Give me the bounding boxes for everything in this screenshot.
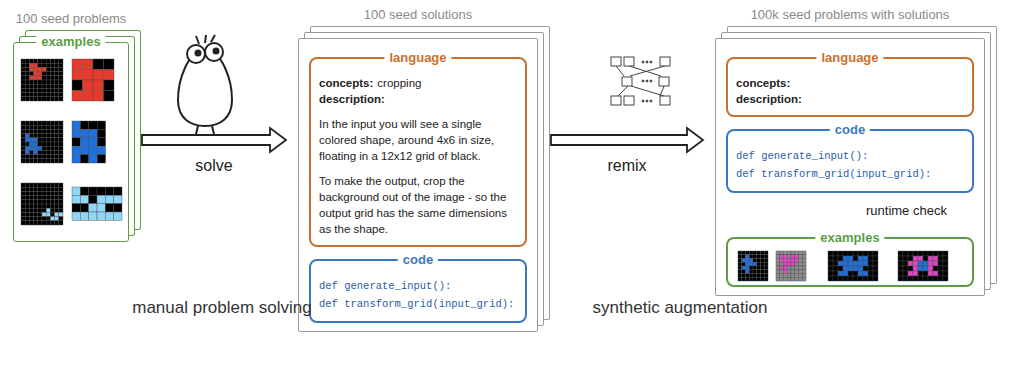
arrow-label: remix: [607, 157, 646, 175]
code-line: def generate_input():: [736, 147, 964, 165]
arrow-label: runtime check: [866, 203, 947, 218]
description-text: To make the output, crop the background …: [319, 173, 517, 237]
field-key: description:: [319, 91, 517, 107]
box-header: language: [816, 50, 883, 65]
solution-card: 100 seed solutionslanguageconcepts:cropp…: [298, 38, 538, 332]
description-text: In the input you will see a single color…: [319, 116, 517, 164]
code-line: def transform_grid(input_grid):: [736, 165, 964, 183]
text-line: concepts: cropping: [319, 75, 517, 91]
box-header: language: [384, 50, 451, 65]
field-key: concepts:: [319, 77, 373, 89]
box-header: code: [830, 122, 870, 137]
code-line: def generate_input():: [319, 277, 517, 295]
process-arrow: [551, 128, 703, 152]
augmented-card: 100k seed problems with solutionslanguag…: [715, 38, 985, 296]
field-value: cropping: [377, 77, 421, 89]
example-grids: [728, 239, 972, 285]
example-grids: [14, 43, 128, 241]
stack-caption: 100k seed problems with solutions: [751, 7, 950, 22]
field-key: concepts:: [736, 75, 964, 91]
stack-caption: 100 seed solutions: [364, 7, 472, 22]
problem-stack: 100 seed problemsexamples: [13, 42, 129, 242]
section-label: synthetic augmentation: [593, 298, 768, 318]
box-header: examples: [36, 34, 105, 49]
arrow-label: solve: [195, 157, 232, 175]
dependency-graph-icon: [611, 57, 670, 105]
field-key: description:: [736, 91, 964, 107]
examples-box: examples: [726, 237, 974, 287]
section-label: manual problem solving: [132, 298, 312, 318]
code-box: codedef generate_input():def transform_g…: [726, 129, 974, 193]
solver-character: [178, 35, 232, 134]
code-box: codedef generate_input():def transform_g…: [309, 259, 527, 323]
language-box: languageconcepts:croppingdescription:In …: [309, 57, 527, 247]
box-header: code: [398, 252, 438, 267]
code-line: def transform_grid(input_grid):: [319, 295, 517, 313]
box-header: examples: [815, 230, 884, 245]
language-box: languageconcepts:description:: [726, 57, 974, 117]
stack-caption: 100 seed problems: [16, 11, 127, 26]
